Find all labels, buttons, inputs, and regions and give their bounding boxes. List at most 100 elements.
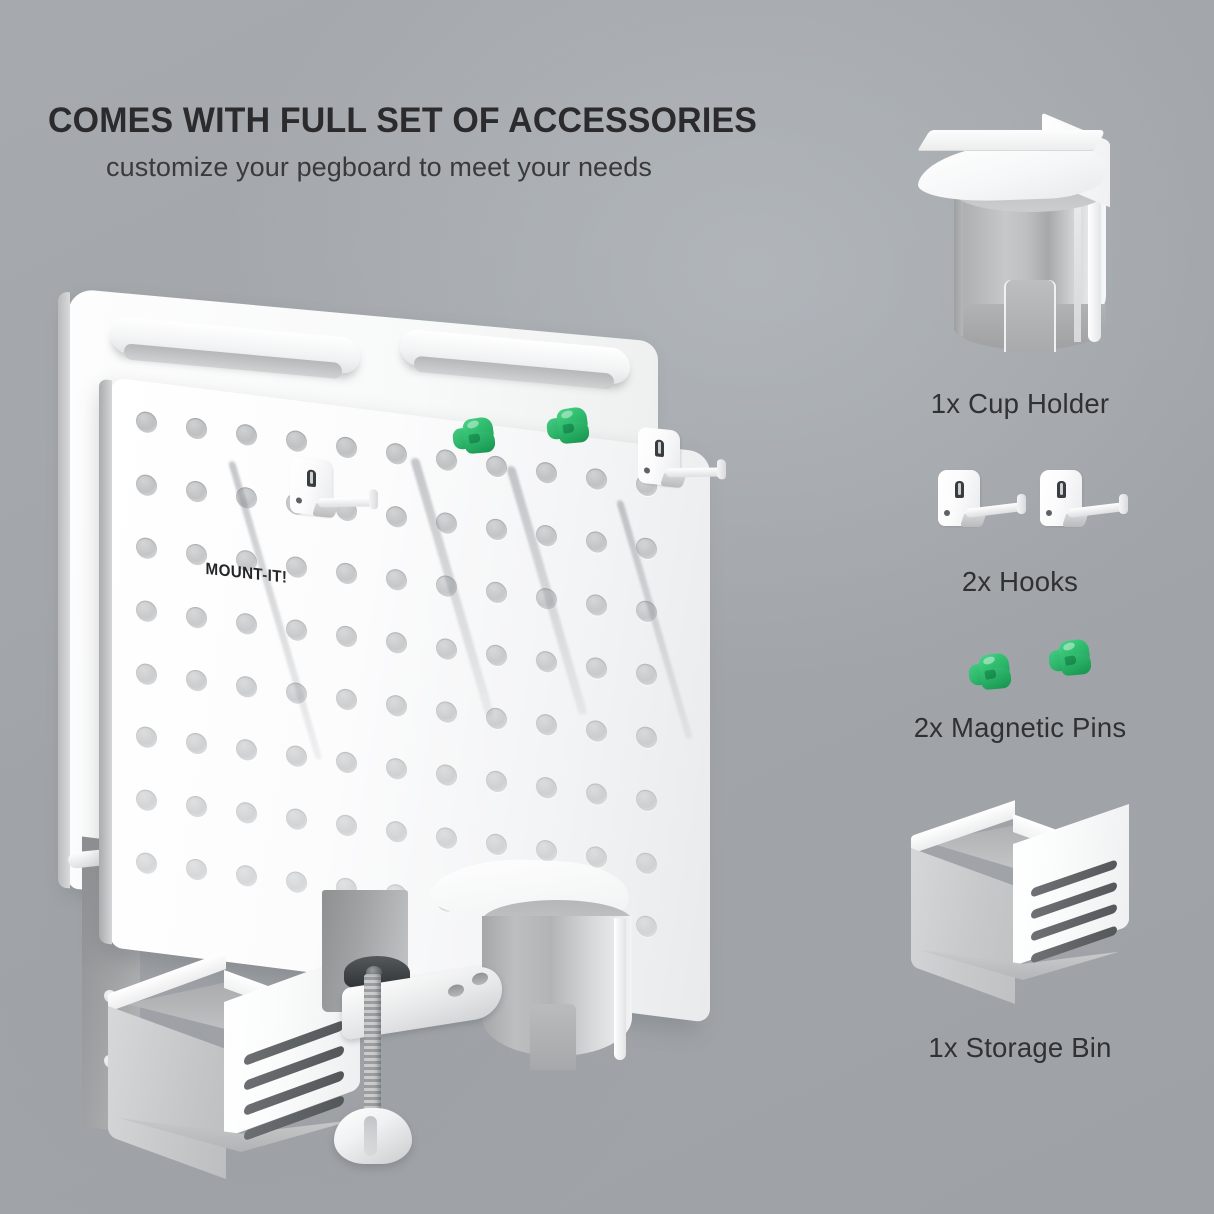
product-render: MOUNT-IT!	[40, 288, 742, 1179]
accessory-cup-holder: 1x Cup Holder	[855, 112, 1185, 420]
pegboard-hole	[236, 423, 257, 447]
pegboard-hole	[136, 725, 157, 750]
pegboard-hole	[136, 662, 157, 687]
magnetic-pins-illustration	[890, 638, 1150, 698]
mounted-storage-bin[interactable]	[108, 950, 368, 1180]
pegboard-hole	[586, 782, 607, 806]
pegboard-hole	[536, 649, 557, 674]
mounted-cup-holder[interactable]	[424, 854, 645, 1090]
pegboard-hole	[486, 517, 507, 542]
cup-holder-rim	[614, 918, 626, 1060]
pegboard-hole	[286, 744, 307, 768]
hook-arm	[665, 467, 725, 478]
pegboard-hole	[186, 416, 207, 441]
pegboard-hole	[136, 536, 157, 561]
pegboard-hole	[286, 618, 307, 642]
pegboard-hole	[236, 801, 257, 825]
hook-screw-icon	[296, 497, 302, 504]
pegboard-hole	[386, 756, 407, 781]
clamp-knob[interactable]	[334, 1108, 412, 1164]
pegboard-hole	[386, 441, 407, 466]
pegboard-hole	[636, 788, 657, 813]
pegboard-hole	[486, 769, 507, 794]
page-title: COMES WITH FULL SET OF ACCESSORIES	[48, 100, 758, 140]
accessory-label-storage-bin: 1x Storage Bin	[928, 1032, 1112, 1063]
pegboard-hole	[586, 467, 607, 491]
pegboard-hole	[486, 832, 507, 857]
accessory-hooks: 2x Hooks	[860, 468, 1180, 598]
pegboard-hole	[386, 567, 407, 592]
desk-clamp[interactable]	[310, 890, 530, 1170]
pegboard-hole	[286, 429, 307, 453]
hook-item-1	[938, 468, 1042, 542]
pegboard-hole	[186, 794, 207, 819]
pegboard-hole	[136, 599, 157, 624]
pegboard-hole	[586, 593, 607, 617]
pegboard-hole	[386, 819, 407, 844]
hook-keyhole-icon	[655, 439, 664, 458]
pegboard-hole	[436, 826, 457, 850]
pegboard-hole	[436, 763, 457, 787]
pegboard-hole	[136, 473, 157, 498]
pegboard-hole	[586, 719, 607, 743]
header-block: COMES WITH FULL SET OF ACCESSORIES custo…	[48, 100, 790, 183]
pegboard-hole	[586, 530, 607, 554]
pegboard-hole	[536, 460, 557, 485]
pegboard-hole	[486, 643, 507, 668]
pegboard-hole	[436, 637, 457, 661]
pegboard-hole	[186, 857, 207, 882]
magnetic-pin-item-2	[1047, 638, 1096, 680]
pegboard-hole	[386, 693, 407, 718]
hook-tip	[717, 458, 726, 480]
accessory-label-cup-holder: 1x Cup Holder	[930, 388, 1110, 419]
hook-arm	[317, 497, 377, 508]
pegboard-hole	[236, 675, 257, 699]
accessory-label-magnetic-pins: 2x Magnetic Pins	[913, 712, 1127, 743]
pegboard-hole	[186, 479, 207, 504]
mounted-hook[interactable]	[290, 455, 394, 540]
pegboard-hole	[336, 813, 357, 838]
pegboard-hole	[536, 775, 557, 800]
mounted-hook-right[interactable]	[638, 425, 742, 510]
pegboard-hole	[136, 410, 157, 435]
pegboard-hole	[486, 454, 507, 479]
hook-keyhole-icon	[307, 469, 316, 488]
pegboard-hole	[336, 624, 357, 649]
magnetic-pin-item-1	[967, 652, 1016, 694]
mounted-magnetic-pin-2[interactable]	[545, 406, 594, 448]
back-panel-edge	[58, 291, 70, 889]
hook-screw-icon	[644, 467, 650, 474]
clamp-screw-rod	[364, 974, 381, 1122]
pegboard-hole	[436, 700, 457, 724]
pegboard-hole	[636, 662, 657, 687]
cup-holder-illustration	[914, 112, 1126, 358]
cup-holder-notch	[530, 1004, 576, 1070]
pegboard-hole	[236, 864, 257, 888]
pegboard-hole	[336, 750, 357, 775]
pegboard-hole	[236, 612, 257, 636]
back-panel-slot-right	[400, 328, 630, 390]
pegboard-hole	[186, 605, 207, 630]
page-subtitle: customize your pegboard to meet your nee…	[106, 152, 653, 183]
pegboard-hole	[536, 712, 557, 737]
accessory-label-hooks: 2x Hooks	[961, 566, 1079, 597]
pegboard-hole	[186, 668, 207, 693]
pegboard-hole	[486, 580, 507, 605]
pegboard-edge	[99, 378, 112, 945]
mounted-magnetic-pin-1[interactable]	[451, 416, 500, 458]
storage-bin-illustration	[911, 800, 1129, 1006]
pegboard-hole	[286, 807, 307, 831]
pegboard-hole	[536, 523, 557, 548]
pegboard-hole	[286, 870, 307, 894]
pegboard-hole	[286, 555, 307, 579]
pegboard-hole	[136, 851, 157, 876]
pegboard-hole	[136, 788, 157, 813]
pegboard-hole	[636, 725, 657, 750]
hooks-illustration	[890, 468, 1150, 546]
bin-side-left	[108, 1006, 226, 1179]
pegboard-hole	[336, 561, 357, 586]
pegboard-hole	[586, 656, 607, 680]
pegboard-hole	[336, 435, 357, 460]
pegboard-hole	[386, 630, 407, 655]
